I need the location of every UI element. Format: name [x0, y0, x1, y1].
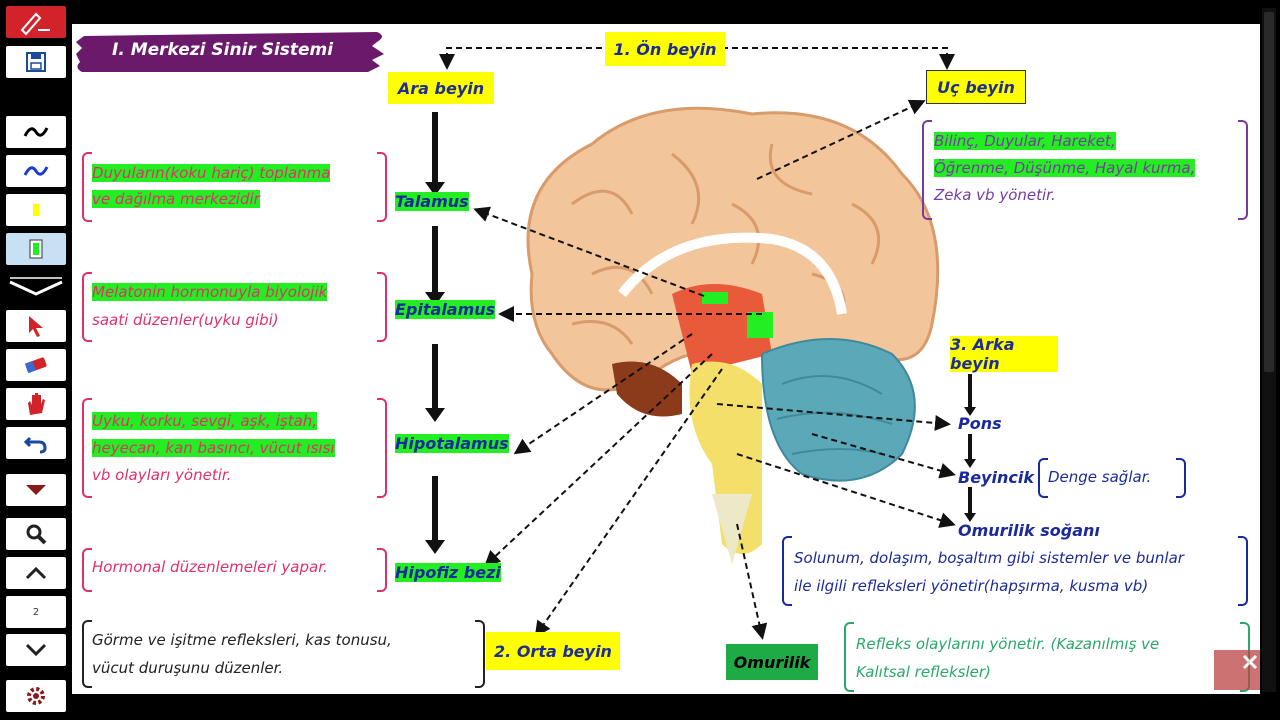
undo-icon[interactable]: [6, 427, 66, 459]
top-bar: [0, 0, 1280, 8]
uc-note-line1: Bilinç, Duyular, Hareket,: [934, 132, 1116, 150]
pen-black-icon[interactable]: [6, 116, 66, 148]
talamus-bracket-right: [377, 152, 387, 222]
page-down-icon[interactable]: [6, 634, 66, 666]
talamus-label: Talamus: [395, 192, 469, 211]
sogan-bracket-right: [1238, 536, 1248, 606]
highlighter-yellow-icon[interactable]: [6, 194, 66, 226]
epitalamus-label: Epitalamus: [395, 300, 496, 319]
page-number: 2: [6, 596, 66, 628]
pen-blue-icon[interactable]: [6, 155, 66, 187]
uc-beyin-text: Uç beyin: [937, 77, 1015, 97]
talamus-note: Duyuların(koku hariç) toplanma ve dağılm…: [92, 160, 331, 212]
select-cursor-icon[interactable]: [6, 310, 66, 342]
omurilik-note-line2: Kalıtsal refleksler): [856, 663, 991, 681]
talamus-note-line2: ve dağılma merkezidir: [92, 190, 260, 208]
orta-bracket-left: [82, 620, 92, 688]
vertical-scrollbar[interactable]: [1262, 8, 1276, 692]
on-beyin-text: 1. Ön beyin: [613, 39, 717, 59]
scrollbar-thumb[interactable]: [1264, 12, 1274, 372]
epitalamus-bracket-right: [377, 272, 387, 342]
zoom-icon[interactable]: [6, 518, 66, 550]
eraser-icon[interactable]: [6, 349, 66, 381]
hipofiz-bracket-left: [82, 548, 92, 592]
epitalamus-note: Melatonin hormonuyla biyolojik saati düz…: [92, 278, 328, 334]
page-number-label: 2: [32, 606, 40, 618]
bottom-bar: [72, 694, 1280, 720]
orta-beyin-label: 2. Orta beyin: [486, 632, 620, 670]
uc-note-line3: Zeka vb yönetir.: [934, 186, 1056, 204]
sogan-note-line1: Solunum, dolaşım, boşaltım gibi sistemle…: [794, 549, 1184, 567]
brain-diagram: [76, 32, 976, 640]
close-icon[interactable]: [1214, 650, 1260, 690]
epitalamus-bracket-left: [82, 272, 92, 342]
hipofiz-note: Hormonal düzenlemeleri yapar.: [92, 558, 328, 576]
uc-beyin-label: Uç beyin: [926, 70, 1026, 104]
talamus-note-line1: Duyuların(koku hariç) toplanma: [92, 164, 331, 182]
sogan-bracket-left: [782, 536, 792, 606]
page-title: I. Merkezi Sinir Sistemi: [112, 40, 334, 60]
hipotalamus-bracket-left: [82, 398, 92, 498]
hipofiz-bracket-right: [377, 548, 387, 592]
talamus-bracket-left: [82, 152, 92, 222]
whiteboard-canvas[interactable]: I. Merkezi Sinir Sistemi 1. Ön beyin Ara…: [72, 24, 1260, 694]
collapse-chevron-icon[interactable]: [6, 276, 66, 300]
orta-note: Görme ve işitme refleksleri, kas tonusu,…: [92, 626, 392, 682]
hipotalamus-note-line2: heyecan, kan basıncı, vücut ısısı: [92, 439, 335, 457]
beyincik-label: Beyincik: [958, 468, 1034, 487]
hipotalamus-note: Uyku, korku, sevgi, aşk, iştah, heyecan,…: [92, 408, 335, 489]
hipotalamus-note-line3: vb olayları yönetir.: [92, 466, 232, 484]
beyincik-bracket-right: [1176, 458, 1186, 498]
hipotalamus-bracket-right: [377, 398, 387, 498]
omurilik-note: Refleks olaylarını yönetir. (Kazanılmış …: [856, 630, 1159, 686]
orta-bracket-right: [475, 620, 485, 688]
arka-beyin-text: 3. Arka beyin: [950, 335, 1015, 373]
omurilik-note-line1: Refleks olaylarını yönetir. (Kazanılmış …: [856, 635, 1160, 653]
toolbar: 2: [0, 0, 72, 720]
hipotalamus-label: Hipotalamus: [395, 434, 509, 453]
hipofiz-label: Hipofiz bezi: [395, 563, 501, 582]
orta-note-line1: Görme ve işitme refleksleri, kas tonusu,: [92, 631, 392, 649]
orta-beyin-text: 2. Orta beyin: [494, 641, 612, 661]
page-up-icon[interactable]: [6, 557, 66, 589]
uc-bracket-left: [922, 120, 932, 220]
arka-beyin-label: 3. Arka beyin: [950, 335, 1058, 373]
floating-hand-widget[interactable]: [1214, 650, 1260, 690]
epitalamus-note-line1: Melatonin hormonuyla biyolojik: [92, 283, 328, 301]
epitalamus-note-line2: saati düzenler(uyku gibi): [92, 311, 279, 329]
uc-note-line2: Öğrenme, Düşünme, Hayal kurma,: [934, 159, 1196, 177]
orta-note-line2: vücut duruşunu düzenler.: [92, 659, 284, 677]
hipotalamus-note-line1: Uyku, korku, sevgi, aşk, iştah,: [92, 412, 318, 430]
ara-beyin-text: Ara beyin: [397, 78, 485, 98]
beyincik-note: Denge sağlar.: [1048, 468, 1152, 486]
save-icon[interactable]: [6, 46, 66, 78]
settings-gear-icon[interactable]: [6, 680, 66, 712]
uc-bracket-right: [1238, 120, 1248, 220]
highlighter-green-icon[interactable]: [6, 233, 66, 265]
sogan-note: Solunum, dolaşım, boşaltım gibi sistemle…: [794, 544, 1184, 600]
on-beyin-label: 1. Ön beyin: [605, 32, 725, 66]
sogan-note-line2: ile ilgili refleksleri yönetir(hapşırma,…: [794, 577, 1149, 595]
dropdown-icon[interactable]: [6, 474, 66, 506]
uc-note: Bilinç, Duyular, Hareket, Öğrenme, Düşün…: [934, 128, 1196, 209]
omurilik-label: Omurilik: [726, 644, 818, 680]
ara-beyin-label: Ara beyin: [388, 72, 494, 104]
omurilik-bracket-left: [844, 622, 854, 692]
app-logo-icon[interactable]: [6, 6, 66, 38]
pons-label: Pons: [958, 414, 1002, 433]
omurilik-sogani-label: Omurilik soğanı: [958, 521, 1100, 540]
beyincik-bracket-left: [1038, 458, 1048, 498]
hand-icon[interactable]: [6, 388, 66, 420]
